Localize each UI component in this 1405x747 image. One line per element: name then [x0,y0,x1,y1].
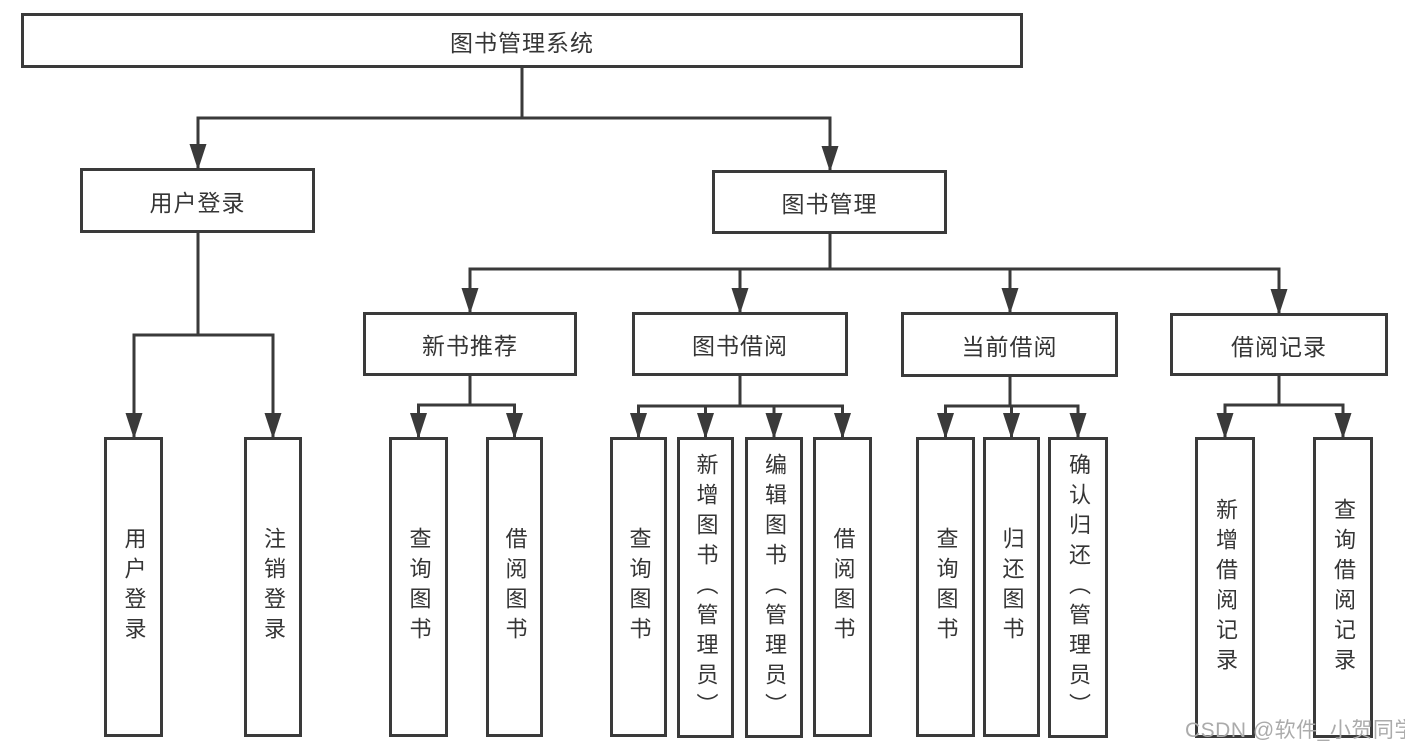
node-root: 图书管理系统 [21,13,1023,68]
leaf-label: 查询借阅记录 [1331,497,1356,678]
leaf-label: 新增图书（管理员） [693,452,719,723]
leaf-edit-book-admin: 编辑图书（管理员） [745,437,803,738]
leaf-label: 新增借阅记录 [1213,497,1238,678]
node-new-book-recommend: 新书推荐 [363,312,577,376]
leaf-query-books-borrow: 查询图书 [610,437,667,737]
node-current-borrow: 当前借阅 [901,312,1118,377]
watermark: CSDN @软件_小贺同学 [1185,719,1405,742]
leaf-label: 注销登录 [261,527,286,647]
leaf-return-book: 归还图书 [983,437,1040,737]
connector-strokes [132,68,1345,437]
leaf-label: 借阅图书 [830,527,856,647]
leaf-label: 查询图书 [406,527,432,647]
leaf-label: 编辑图书（管理员） [762,452,787,723]
leaf-borrow-books-2: 借阅图书 [813,437,872,737]
leaf-user-login: 用户登录 [104,437,163,737]
leaf-confirm-return-admin: 确认归还（管理员） [1048,437,1108,738]
leaf-borrow-books-recommend: 借阅图书 [486,437,543,737]
leaf-query-books-current: 查询图书 [916,437,975,737]
leaf-label: 确认归还（管理员） [1066,452,1091,723]
node-user-login: 用户登录 [80,168,315,233]
leaf-label: 归还图书 [999,527,1025,647]
node-book-management: 图书管理 [712,170,947,234]
leaf-logout-login: 注销登录 [244,437,302,737]
leaf-query-borrow-record: 查询借阅记录 [1313,437,1373,738]
leaf-add-book-admin: 新增图书（管理员） [677,437,734,738]
arrowheads [125,144,1352,439]
node-borrow-records: 借阅记录 [1170,313,1388,376]
leaf-query-books-recommend: 查询图书 [389,437,448,737]
node-book-borrow: 图书借阅 [632,312,848,376]
leaf-label: 查询图书 [933,527,959,647]
leaf-add-borrow-record: 新增借阅记录 [1195,437,1255,738]
leaf-label: 查询图书 [626,527,652,647]
leaf-label: 借阅图书 [502,527,528,647]
leaf-label: 用户登录 [121,527,147,647]
